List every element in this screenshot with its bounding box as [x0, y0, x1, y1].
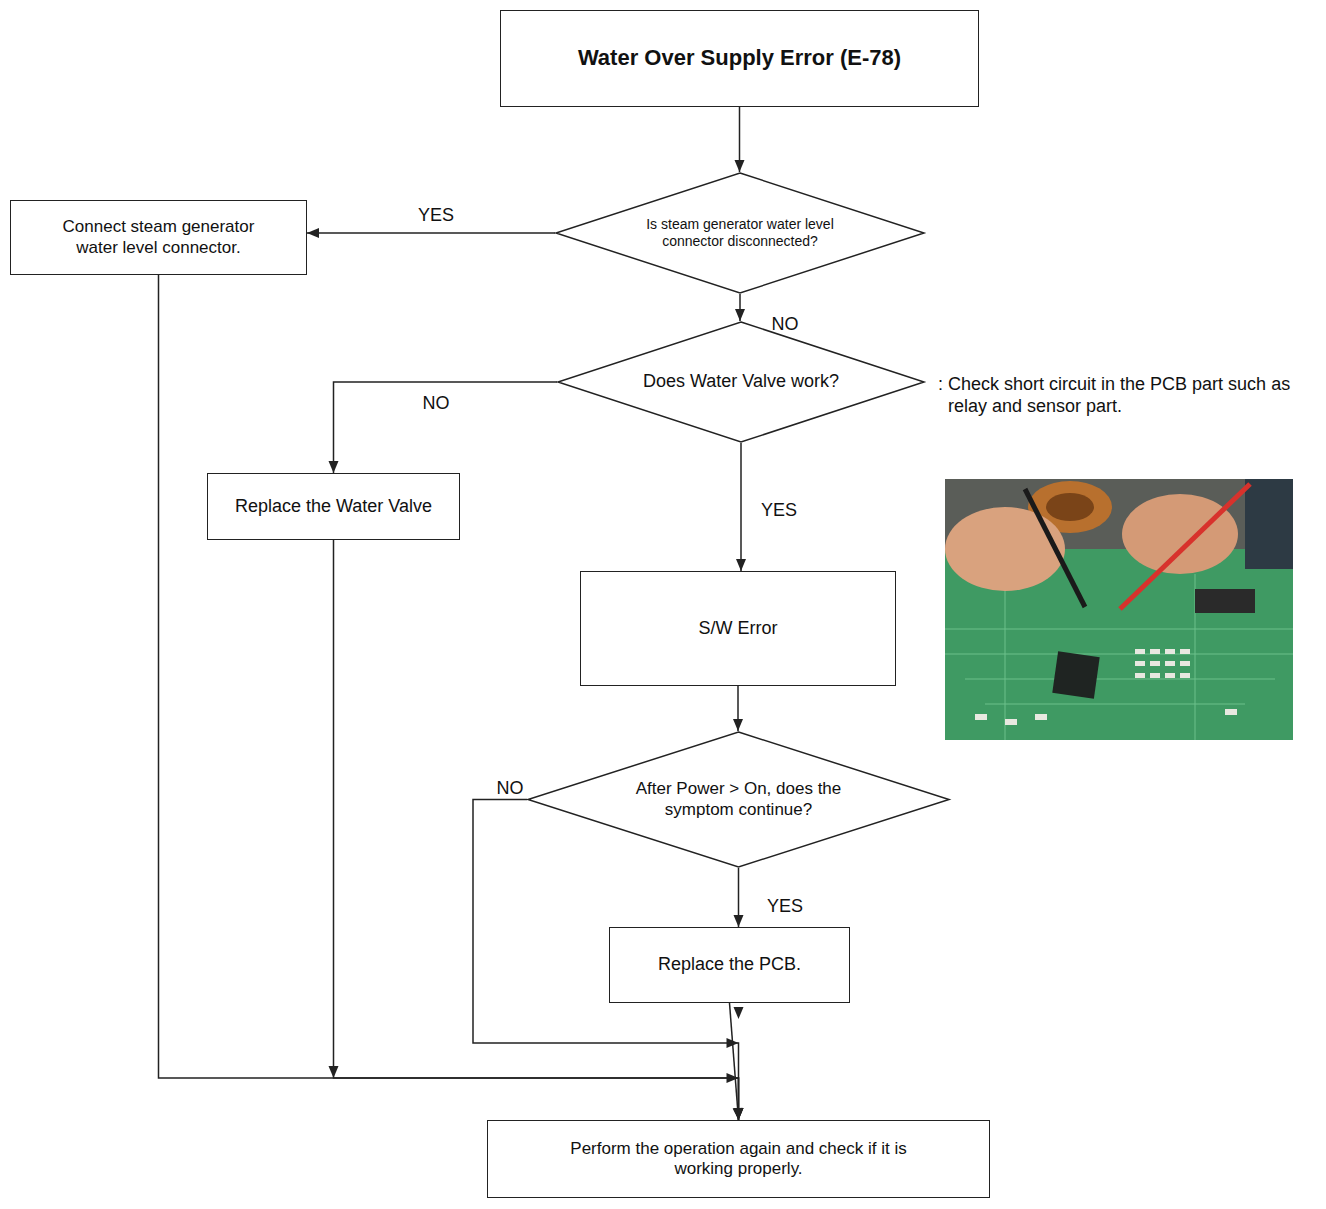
node-content: After Power > On, does the symptom conti…	[527, 731, 950, 868]
black-probe	[1025, 489, 1085, 607]
edge-label: NO	[396, 392, 476, 414]
connector-line	[307, 232, 555, 234]
flow-connector	[733, 686, 743, 731]
connector-line	[740, 443, 742, 571]
edge-label: YES	[396, 204, 476, 226]
flow-connector	[730, 1003, 744, 1120]
node-content: Perform the operation again and check if…	[488, 1121, 989, 1197]
arrow-head	[733, 719, 743, 731]
arrow-head	[329, 461, 339, 473]
process-box: Replace the PCB.	[609, 927, 850, 1003]
relay	[1195, 589, 1255, 613]
arrow-head	[329, 1066, 339, 1078]
flow-connector	[734, 868, 744, 927]
arrow-head	[734, 1108, 744, 1120]
microchip	[1052, 651, 1099, 698]
node-content: Does Water Valve work?	[557, 321, 925, 443]
flow-connector	[307, 228, 555, 238]
node-text: Does Water Valve work?	[643, 371, 839, 393]
left-hand	[945, 507, 1065, 591]
node-content: Is steam generator water level connector…	[555, 172, 925, 294]
node-content: Water Over Supply Error (E-78)	[501, 11, 978, 106]
node-content: S/W Error	[581, 572, 895, 685]
arrow-head	[734, 1108, 744, 1120]
coil-core	[1046, 493, 1094, 521]
arrow-head	[734, 915, 744, 927]
edge-label: YES	[739, 499, 819, 521]
diamond-shape	[558, 322, 924, 442]
arrow-head	[736, 559, 746, 571]
red-probe	[1120, 484, 1250, 609]
flow-connector	[735, 107, 745, 172]
pcb-traces	[945, 574, 1293, 740]
photo-shadow	[1245, 479, 1293, 569]
flow-connector	[329, 382, 558, 473]
arrow-head	[734, 1108, 744, 1120]
arrow-head	[735, 160, 745, 172]
edge-label: YES	[745, 895, 825, 917]
diamond-shape	[528, 732, 949, 867]
process-box: Replace the Water Valve	[207, 473, 460, 540]
node-content: Replace the Water Valve	[208, 474, 459, 539]
process-box: Perform the operation again and check if…	[487, 1120, 990, 1198]
node-text: Replace the Water Valve	[235, 496, 432, 518]
node-text: Replace the PCB.	[658, 954, 801, 976]
arrow-head	[735, 309, 745, 321]
node-text: Water Over Supply Error (E-78)	[578, 45, 901, 71]
edge-label: NO	[470, 777, 550, 799]
process-box: S/W Error	[580, 571, 896, 686]
pcb-photo	[945, 479, 1293, 740]
callout-note: : Check short circuit in the PCB part su…	[938, 373, 1326, 417]
process-box: Water Over Supply Error (E-78)	[500, 10, 979, 107]
node-content: Connect steam generator water level conn…	[11, 201, 306, 274]
node-text: After Power > On, does the symptom conti…	[619, 779, 859, 820]
right-hand	[1122, 494, 1238, 574]
connector-line	[730, 1003, 739, 1120]
node-text: S/W Error	[699, 618, 778, 640]
node-text: Connect steam generator water level conn…	[41, 217, 276, 258]
arrow-head	[733, 1108, 743, 1120]
diamond-shape	[556, 173, 924, 293]
flow-connector	[735, 294, 745, 321]
decision-diamond: Is steam generator water level connector…	[555, 172, 925, 294]
arrow-head	[734, 1007, 744, 1019]
smd-components	[975, 649, 1237, 725]
decision-diamond: After Power > On, does the symptom conti…	[527, 731, 950, 868]
photo-background	[945, 479, 1293, 740]
arrow-head	[307, 228, 319, 238]
node-content: Replace the PCB.	[610, 928, 849, 1002]
connector-line	[334, 382, 558, 473]
node-text: Is steam generator water level connector…	[633, 216, 848, 250]
flow-connector	[736, 443, 746, 571]
edge-label: NO	[745, 313, 825, 335]
decision-diamond: Does Water Valve work?	[557, 321, 925, 443]
node-text: Perform the operation again and check if…	[549, 1139, 929, 1180]
process-box: Connect steam generator water level conn…	[10, 200, 307, 275]
